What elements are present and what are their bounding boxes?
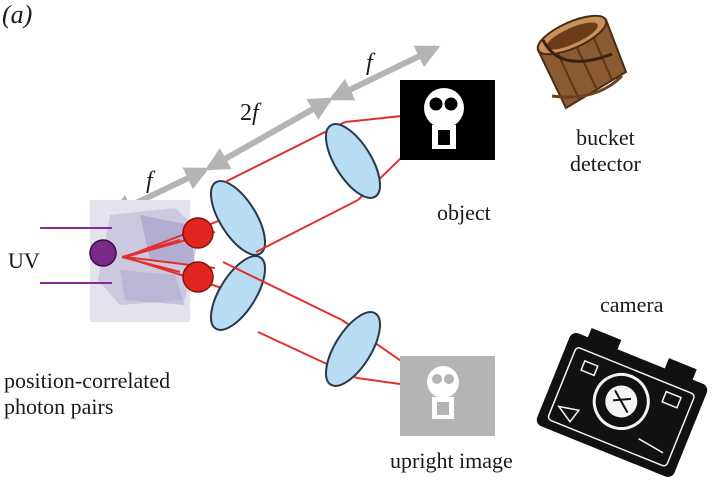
distance-arrow-2f — [204, 97, 334, 171]
object-mask — [400, 80, 495, 160]
distance-label-f-left: f — [146, 168, 153, 194]
photon-upper — [182, 217, 214, 249]
lens-2-lower — [325, 311, 381, 387]
uv-pump-circle — [89, 239, 117, 267]
upright-image — [400, 356, 495, 436]
photon-pairs-label-line1: position-correlated — [4, 368, 171, 393]
distance-label-2f: 2f — [240, 100, 259, 126]
object-label: object — [437, 200, 491, 225]
lens-2-upper — [325, 123, 381, 199]
lens-1-lower — [210, 255, 266, 331]
photon-lower — [182, 261, 214, 293]
camera-icon — [536, 328, 708, 477]
upright-image-label: upright image — [390, 448, 513, 473]
photon-pairs-label-line2: photon pairs — [4, 394, 114, 419]
photon-pair-source — [40, 200, 200, 322]
lens-1-upper — [210, 180, 266, 256]
camera-label: camera — [600, 292, 664, 317]
bucket-icon — [536, 14, 628, 110]
bucket-label-line2: detector — [570, 151, 641, 176]
distance-arrows — [108, 45, 441, 217]
distance-label-f-right: f — [366, 50, 373, 76]
distance-arrow-f-right — [328, 45, 441, 101]
panel-label: (a) — [2, 0, 33, 29]
photon-pairs-label: position-correlated photon pairs — [4, 368, 170, 420]
bucket-label-line1: bucket — [576, 125, 635, 150]
distance-label-2f-var: f — [252, 100, 259, 126]
uv-label: UV — [8, 248, 40, 273]
bucket-detector-label: bucket detector — [570, 125, 641, 177]
distance-label-2f-number: 2 — [240, 100, 252, 126]
